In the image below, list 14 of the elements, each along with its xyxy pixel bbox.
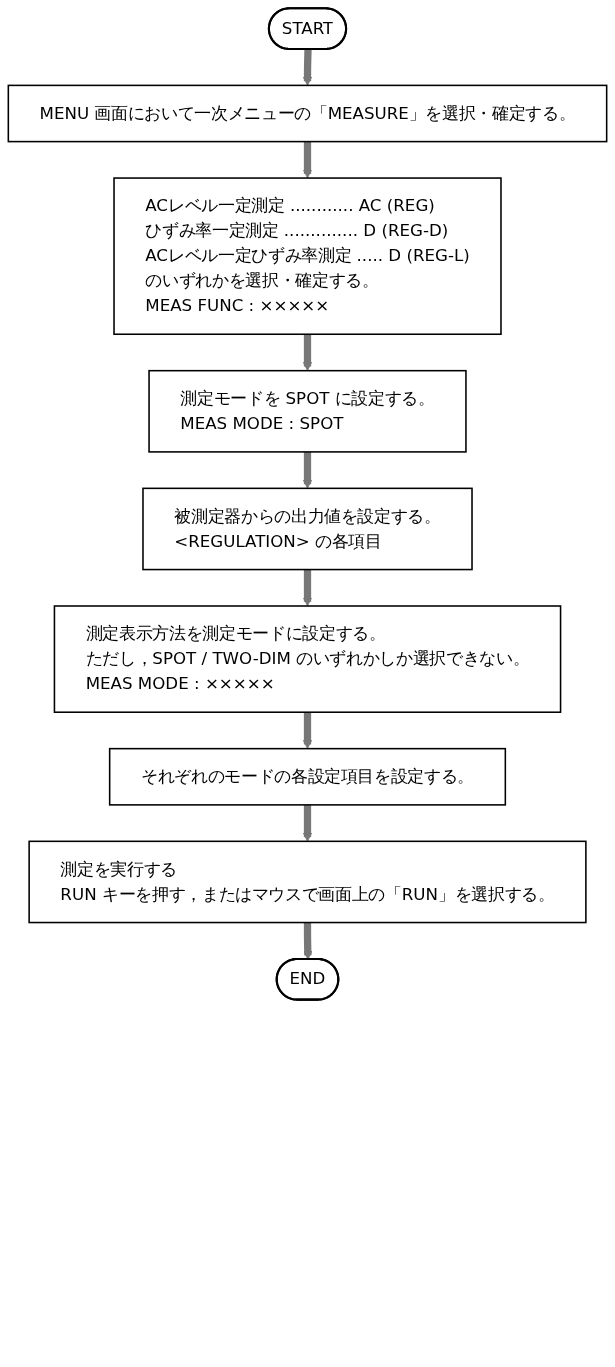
arrow: [302, 451, 313, 489]
node-box: 被測定器からの出力値を設定する。 <REGULATION> の各項目: [142, 487, 473, 571]
node-box: 測定表示方法を測定モードに設定する。 ただし，SPOT / TWO-DIM のいずれかしか選択できない。 MEAS MODE : ×××××: [53, 605, 562, 713]
arrow: [302, 48, 313, 86]
node-box: 測定モードを SPOT に設定する。 MEAS MODE : SPOT: [148, 369, 467, 453]
node-box: ACレベル一定測定 ............ AC (REG) ひずみ率一定測定 .............. D (REG-D) ACレベル一定ひずみ率測定 ..... D (REG-L) のいずれかを選択・確定する。 MEAS FUNC : ×××××: [113, 177, 502, 335]
arrow: [302, 333, 313, 372]
arrow: [302, 804, 313, 842]
node-box: 測定を実行する RUN キーを押す，またはマウスで画面上の「RUN」を選択する。: [28, 840, 587, 924]
arrow: [302, 141, 313, 179]
arrow: [302, 711, 313, 750]
node-box: それぞれのモードの各設定項目を設定する。: [108, 747, 507, 806]
node-box: MENU 画面において一次メニューの「MEASURE」を選択・確定する。: [7, 84, 608, 143]
arrow: [302, 568, 313, 607]
